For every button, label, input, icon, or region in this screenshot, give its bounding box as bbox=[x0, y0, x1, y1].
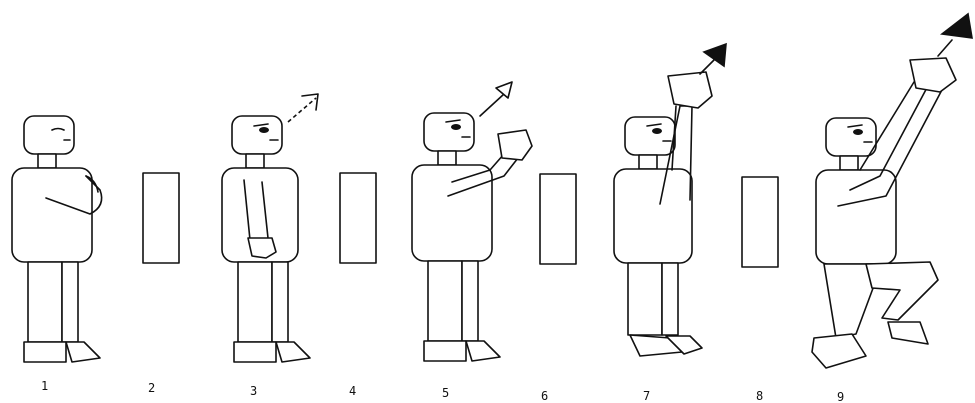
figure-9-legs bbox=[811, 261, 939, 369]
figure-7-head bbox=[624, 116, 676, 156]
blank-frame-6 bbox=[539, 173, 577, 265]
figure-1-body bbox=[11, 167, 103, 263]
frame-label-1: 1 bbox=[41, 379, 48, 393]
figure-3-neck bbox=[245, 153, 265, 169]
figure-7 bbox=[613, 42, 727, 357]
blank-frame-4 bbox=[339, 172, 377, 264]
frame-label-8: 8 bbox=[756, 389, 763, 403]
figure-9-neck bbox=[839, 155, 859, 171]
frame-label-5: 5 bbox=[442, 386, 449, 400]
frame-labels: 1 2 3 4 5 6 7 8 9 bbox=[41, 379, 844, 403]
figure-1 bbox=[11, 115, 103, 363]
figure-1-head bbox=[23, 115, 75, 155]
figure-3-body bbox=[221, 167, 299, 263]
figure-5 bbox=[411, 81, 533, 362]
solid-arrow-9 bbox=[937, 12, 973, 57]
figure-1-neck bbox=[37, 153, 57, 169]
figure-9 bbox=[811, 12, 973, 369]
figure-7-neck bbox=[638, 154, 658, 170]
figure-5-legs bbox=[423, 260, 501, 362]
figure-1-legs bbox=[23, 261, 101, 363]
frame-label-9: 9 bbox=[837, 390, 844, 403]
frame-label-4: 4 bbox=[349, 384, 356, 398]
figure-3-head bbox=[231, 115, 283, 155]
blank-frame-8 bbox=[741, 176, 779, 268]
figure-5-body bbox=[411, 129, 533, 262]
dashed-arrow bbox=[287, 93, 319, 123]
blank-frame-2 bbox=[142, 172, 180, 264]
figure-3 bbox=[221, 93, 319, 363]
frame-label-2: 2 bbox=[148, 381, 155, 395]
figure-7-body bbox=[613, 71, 713, 264]
frame-label-3: 3 bbox=[250, 384, 257, 398]
outline-arrow bbox=[479, 81, 513, 117]
figure-9-body bbox=[815, 57, 957, 265]
solid-arrow-7 bbox=[699, 42, 727, 75]
figure-5-head bbox=[423, 112, 475, 152]
figure-5-neck bbox=[437, 150, 457, 166]
frame-label-6: 6 bbox=[541, 389, 548, 403]
frame-label-7: 7 bbox=[643, 389, 650, 403]
figure-7-legs bbox=[627, 262, 703, 357]
figure-3-legs bbox=[233, 261, 311, 363]
figure-9-head bbox=[825, 117, 877, 157]
